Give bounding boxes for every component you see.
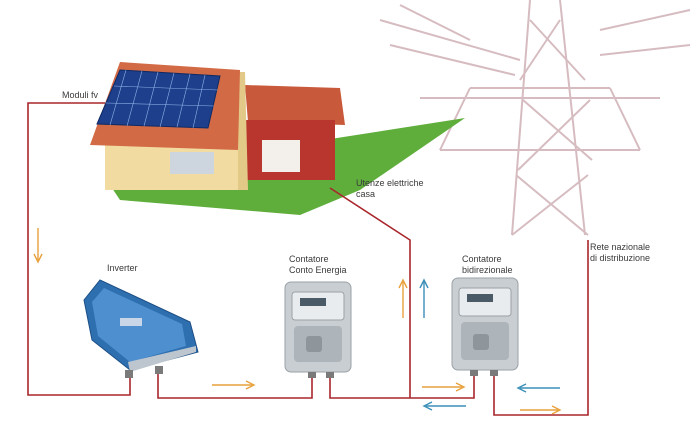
label-moduli-fv: Moduli fv xyxy=(62,90,99,100)
pylon-icon xyxy=(379,0,691,236)
meter-icon xyxy=(451,277,519,376)
label-rete-nazionale: Rete nazionale di distribuzione xyxy=(590,242,651,263)
flow-arrows xyxy=(33,228,562,415)
meter-icon xyxy=(284,281,352,378)
solar-panel-icon xyxy=(96,69,221,129)
label-contatore-conto-energia: Contatore Conto Energia xyxy=(289,254,347,275)
label-utenze-casa: Utenze elettriche casa xyxy=(356,178,424,199)
inverter-icon xyxy=(83,279,199,378)
label-inverter: Inverter xyxy=(107,263,138,273)
wiring xyxy=(27,102,589,416)
label-contatore-bidirezionale: Contatore bidirezionale xyxy=(462,254,513,275)
